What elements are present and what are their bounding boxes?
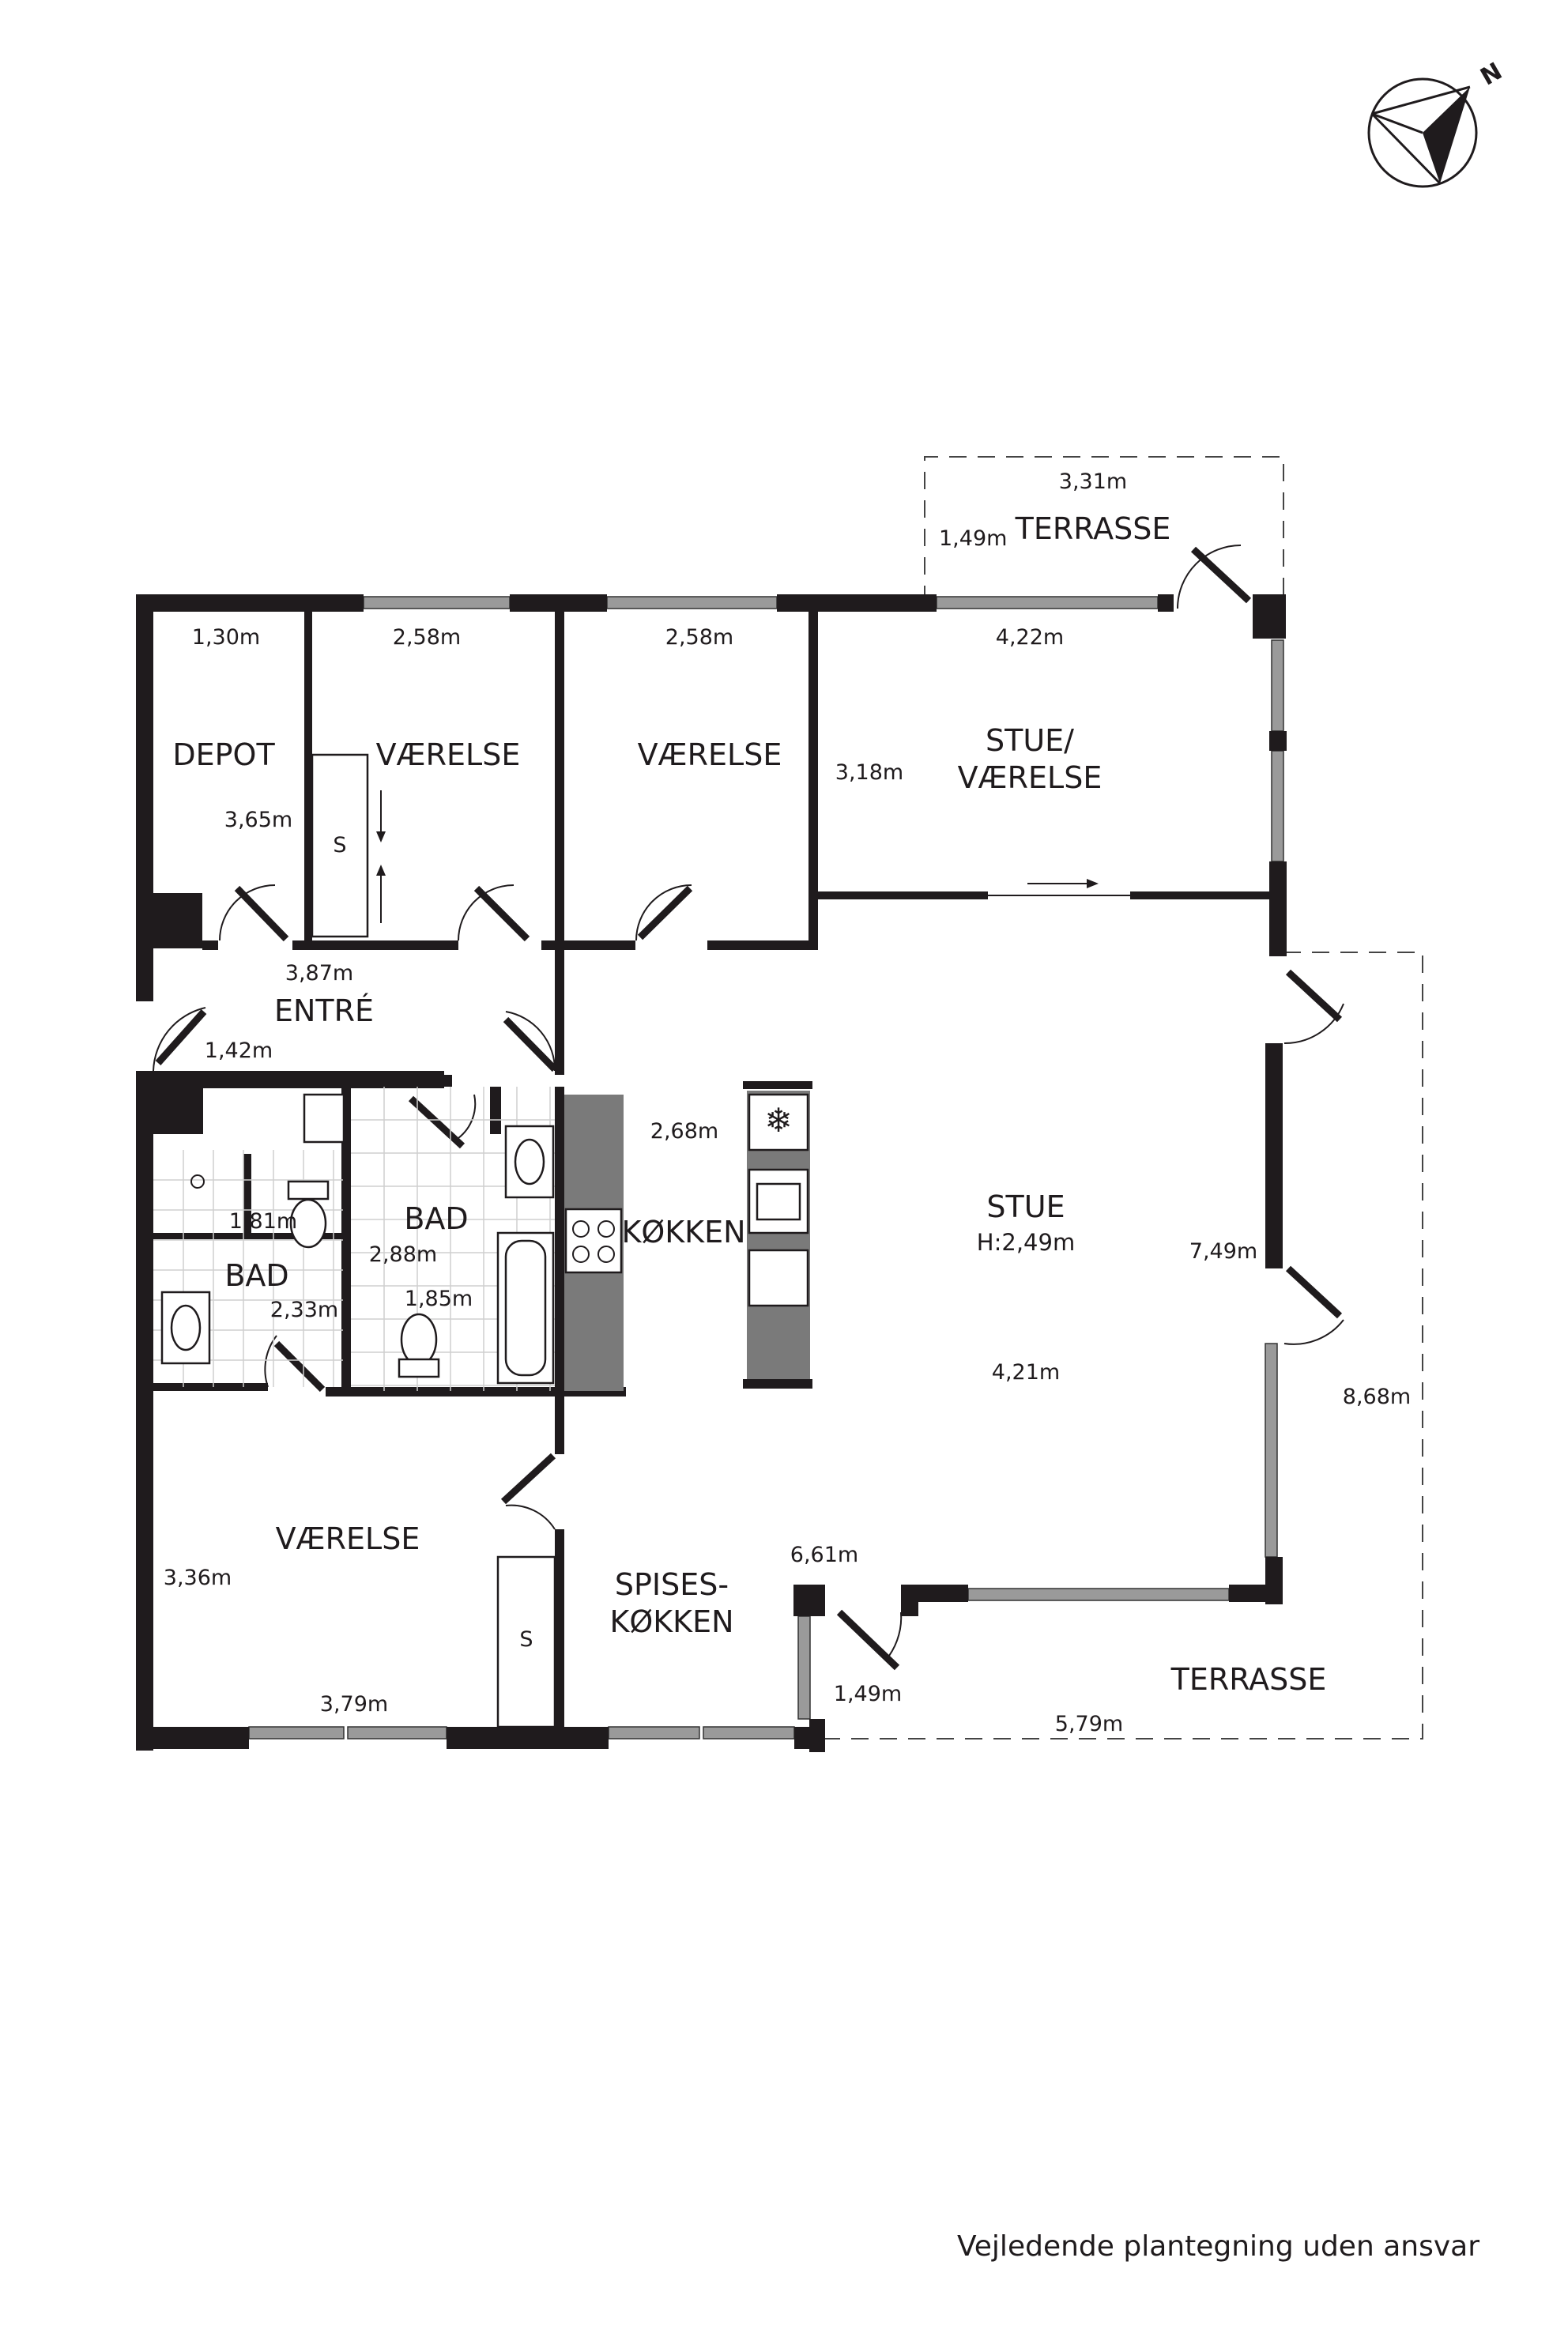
- room-label-stue: STUE: [986, 1189, 1065, 1224]
- dim-kokken-w: 2,68m: [650, 1119, 718, 1144]
- compass-north-label: N: [1476, 58, 1507, 92]
- dim-terrasse-top-w: 3,31m: [1059, 469, 1127, 494]
- dim-terrasse-top-d: 1,49m: [939, 526, 1007, 551]
- room-label-kokken: KØKKEN: [621, 1215, 745, 1250]
- dim-bad1-d: 2,33m: [270, 1298, 338, 1322]
- dim-stue-vaer-d: 3,18m: [835, 760, 903, 785]
- dim-stue-w: 4,21m: [992, 1360, 1060, 1385]
- dim-bad1-w: 1,81m: [229, 1209, 297, 1234]
- dim-vaerelse3-w: 3,79m: [320, 1692, 388, 1717]
- closet-label-2: S: [519, 1627, 533, 1652]
- dim-terrasse-bottom-w: 5,79m: [1055, 1712, 1123, 1736]
- room-label-terrasse-bottom: TERRASSE: [1170, 1662, 1327, 1697]
- disclaimer-text: Vejledende plantegning uden ansvar: [957, 2230, 1479, 2263]
- terrace-outlines: [814, 456, 1423, 1740]
- doors: [153, 545, 1344, 1671]
- dim-vaerelse2-w: 2,58m: [665, 625, 733, 650]
- kitchen-counters: ❄: [564, 1091, 810, 1391]
- room-label-bad-2: BAD: [404, 1201, 468, 1236]
- walls: [136, 594, 1287, 1752]
- room-label-depot: DEPOT: [172, 737, 275, 772]
- closet-label-1: S: [333, 833, 346, 858]
- dim-stue-d: 7,49m: [1189, 1239, 1257, 1264]
- room-label-stue-vaerelse-line2: VÆRELSE: [958, 760, 1102, 795]
- dim-entre-d: 1,42m: [205, 1038, 273, 1063]
- dim-terrasse-right-d: 8,68m: [1343, 1385, 1411, 1409]
- dim-vaerelse1-w: 2,58m: [393, 625, 461, 650]
- room-label-spises-line1: SPISES-: [615, 1567, 729, 1602]
- dim-stue-vaer-w: 4,22m: [996, 625, 1064, 650]
- room-label-bad-1: BAD: [224, 1258, 288, 1293]
- dim-depot-d: 3,65m: [224, 808, 292, 832]
- dim-vaerelse3-d: 3,36m: [164, 1566, 232, 1590]
- dim-terrasse-bottom-d: 1,49m: [834, 1682, 902, 1706]
- dimension-labels: 3,31m 1,49m 1,30m 2,58m 2,58m 4,22m 3,18…: [164, 469, 1411, 1736]
- stue-height-label: H:2,49m: [977, 1229, 1075, 1256]
- bath-fixtures: [160, 1093, 555, 1385]
- dim-bad2-d: 2,88m: [369, 1242, 437, 1267]
- dim-entre-w: 3,87m: [285, 961, 353, 986]
- room-label-entre: ENTRÉ: [274, 993, 374, 1028]
- dim-bad2-w: 1,85m: [405, 1287, 473, 1311]
- room-label-stue-vaerelse-line1: STUE/: [986, 723, 1074, 758]
- room-label-spises-line2: KØKKEN: [609, 1604, 733, 1639]
- room-label-vaerelse-1: VÆRELSE: [376, 737, 521, 772]
- compass-icon: N: [1367, 58, 1507, 188]
- room-labels: DEPOT VÆRELSE VÆRELSE STUE/ VÆRELSE TERR…: [172, 511, 1326, 1697]
- room-label-terrasse-top: TERRASSE: [1015, 511, 1171, 546]
- dim-spises-w: 6,61m: [790, 1543, 858, 1567]
- snowflake-icon: ❄: [764, 1101, 792, 1140]
- closets: [311, 753, 556, 1728]
- room-label-vaerelse-3: VÆRELSE: [276, 1521, 420, 1556]
- dim-depot-w: 1,30m: [192, 625, 260, 650]
- room-label-vaerelse-2: VÆRELSE: [638, 737, 782, 772]
